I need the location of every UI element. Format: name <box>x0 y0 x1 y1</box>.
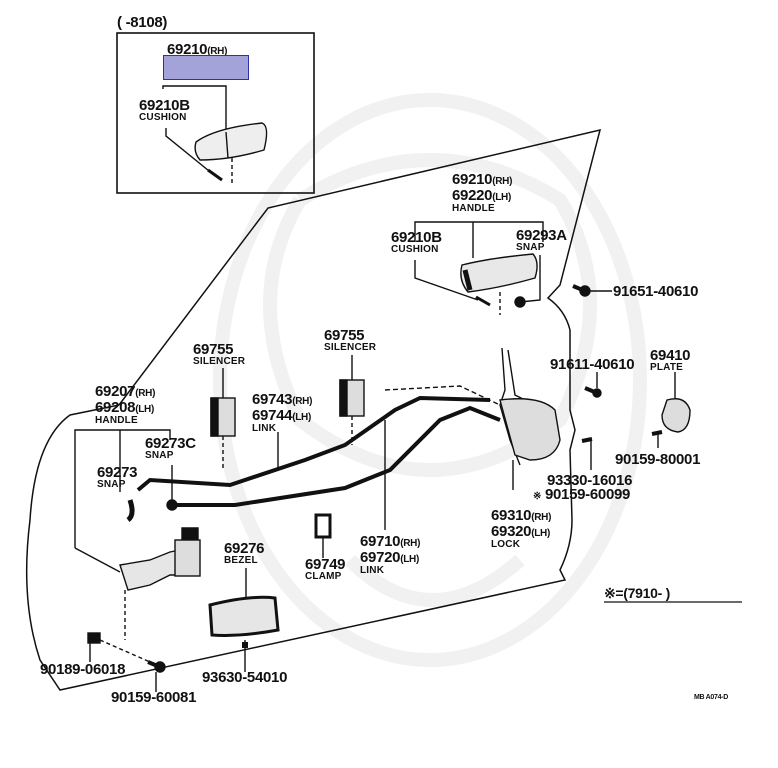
hardware-right <box>572 284 691 470</box>
part-number: 69743 <box>252 391 293 408</box>
part-suffix: (LH) <box>292 412 312 423</box>
alt-mark: ※ <box>533 491 542 502</box>
part-number: 69755 <box>193 341 234 358</box>
part-number: 69310 <box>491 507 532 524</box>
part-number: 69208 <box>95 399 136 416</box>
part-suffix: (RH) <box>207 46 228 57</box>
part-number: 69273C <box>145 435 196 452</box>
bolt-mid-label[interactable]: 91611-40610 <box>550 356 635 373</box>
part-name: SNAP <box>145 450 174 461</box>
part-number: 69273 <box>97 464 138 481</box>
screw-top-label[interactable]: 91651-40610 <box>613 283 699 300</box>
lock-screw-alt-label[interactable]: ※ 90159-60099 <box>533 487 630 502</box>
bezel-label[interactable]: 69276 BEZEL <box>224 540 265 566</box>
lock-screw-label[interactable]: 93330-16016 <box>547 472 633 489</box>
clamp-drawing <box>314 513 332 558</box>
lock-label[interactable]: 69310(RH) 69320(LH) LOCK <box>491 508 551 550</box>
part-name: CUSHION <box>139 112 187 123</box>
part-suffix: (LH) <box>400 554 420 565</box>
outer-snap-label[interactable]: 69293A SNAP <box>516 228 567 253</box>
part-number: 69755 <box>324 327 365 344</box>
part-number: 69210 <box>167 41 208 58</box>
part-name: LOCK <box>491 539 521 550</box>
inset-range-label: ( -8108) <box>117 14 168 31</box>
part-name: SNAP <box>97 479 126 490</box>
outer-handle-label[interactable]: 69210(RH) 69220(LH) HANDLE <box>452 172 512 214</box>
door-outline <box>25 128 602 691</box>
part-name: CUSHION <box>391 244 439 255</box>
part-suffix: (RH) <box>400 538 421 549</box>
inset-cushion-label[interactable]: 69210B CUSHION <box>139 98 190 123</box>
part-number: 69210B <box>139 97 190 114</box>
part-number: 69276 <box>224 540 265 557</box>
part-name: PLATE <box>650 362 684 373</box>
part-suffix: (RH) <box>135 388 156 399</box>
inset-handle-drawing <box>162 85 268 183</box>
snap-label[interactable]: 69273 SNAP <box>97 464 138 490</box>
part-name: BEZEL <box>224 555 258 566</box>
clamp-label[interactable]: 69749 CLAMP <box>305 556 346 582</box>
inner-handle-drawing <box>74 429 201 640</box>
striker-plate-label[interactable]: 69410 PLATE <box>650 347 691 373</box>
part-number: 90159-60099 <box>544 486 631 503</box>
part-number: 69293A <box>516 227 567 244</box>
part-suffix: (RH) <box>292 396 313 407</box>
silencer-left-label[interactable]: 69755 SILENCER <box>193 342 245 367</box>
part-number: 69410 <box>650 347 691 364</box>
part-number: 69710 <box>360 533 401 550</box>
inset-frame <box>116 32 315 194</box>
part-number: 69210B <box>391 229 442 246</box>
footnote: ※=(7910- ) <box>604 585 670 601</box>
inner-handle-label[interactable]: 69207(RH) 69208(LH) HANDLE <box>95 384 155 426</box>
part-number: 69744 <box>252 407 293 424</box>
nut-left-label[interactable]: 90189-06018 <box>40 661 126 678</box>
part-name: SILENCER <box>193 356 246 367</box>
silencer-right-label[interactable]: 69755 SILENCER <box>324 328 376 353</box>
part-suffix: (LH) <box>135 404 155 415</box>
part-name: HANDLE <box>95 415 138 426</box>
figure-code: MB A074-D <box>694 694 728 701</box>
upper-link-label[interactable]: 69743(RH) 69744(LH) LINK <box>252 392 312 434</box>
lock-drawing <box>384 347 561 490</box>
part-suffix: (RH) <box>531 512 552 523</box>
part-number: 69749 <box>305 556 346 573</box>
part-name: HANDLE <box>452 203 495 214</box>
part-name: CLAMP <box>305 571 342 582</box>
lower-link-label[interactable]: 69710(RH) 69720(LH) LINK <box>360 534 420 576</box>
links-drawing <box>136 395 501 530</box>
part-number: 69320 <box>491 523 532 540</box>
part-name: LINK <box>360 565 385 576</box>
bezel-screw-label[interactable]: 93630-54010 <box>202 669 288 686</box>
hardware-lower-left <box>87 632 166 692</box>
part-suffix: (LH) <box>492 192 512 203</box>
part-suffix: (LH) <box>531 528 551 539</box>
part-number: 69210 <box>452 171 493 188</box>
plate-screw-label[interactable]: 90159-80001 <box>615 451 701 468</box>
bezel-drawing <box>208 568 280 672</box>
part-suffix: (RH) <box>492 176 513 187</box>
part-number: 69720 <box>360 549 401 566</box>
part-name: LINK <box>252 423 277 434</box>
snap-c-label[interactable]: 69273C SNAP <box>145 436 196 461</box>
outer-cushion-label[interactable]: 69210B CUSHION <box>391 230 442 255</box>
part-number: 69207 <box>95 383 136 400</box>
inset-handle-label[interactable]: 69210(RH) <box>167 42 227 58</box>
redaction-box <box>163 55 249 80</box>
part-name: SILENCER <box>324 342 377 353</box>
outer-handle-drawing <box>414 221 544 315</box>
part-name: SNAP <box>516 242 545 253</box>
watermark-emblem <box>213 93 647 667</box>
screw-left-label[interactable]: 90159-60081 <box>111 689 197 706</box>
silencers-drawing <box>210 355 365 470</box>
part-number: 69220 <box>452 187 493 204</box>
